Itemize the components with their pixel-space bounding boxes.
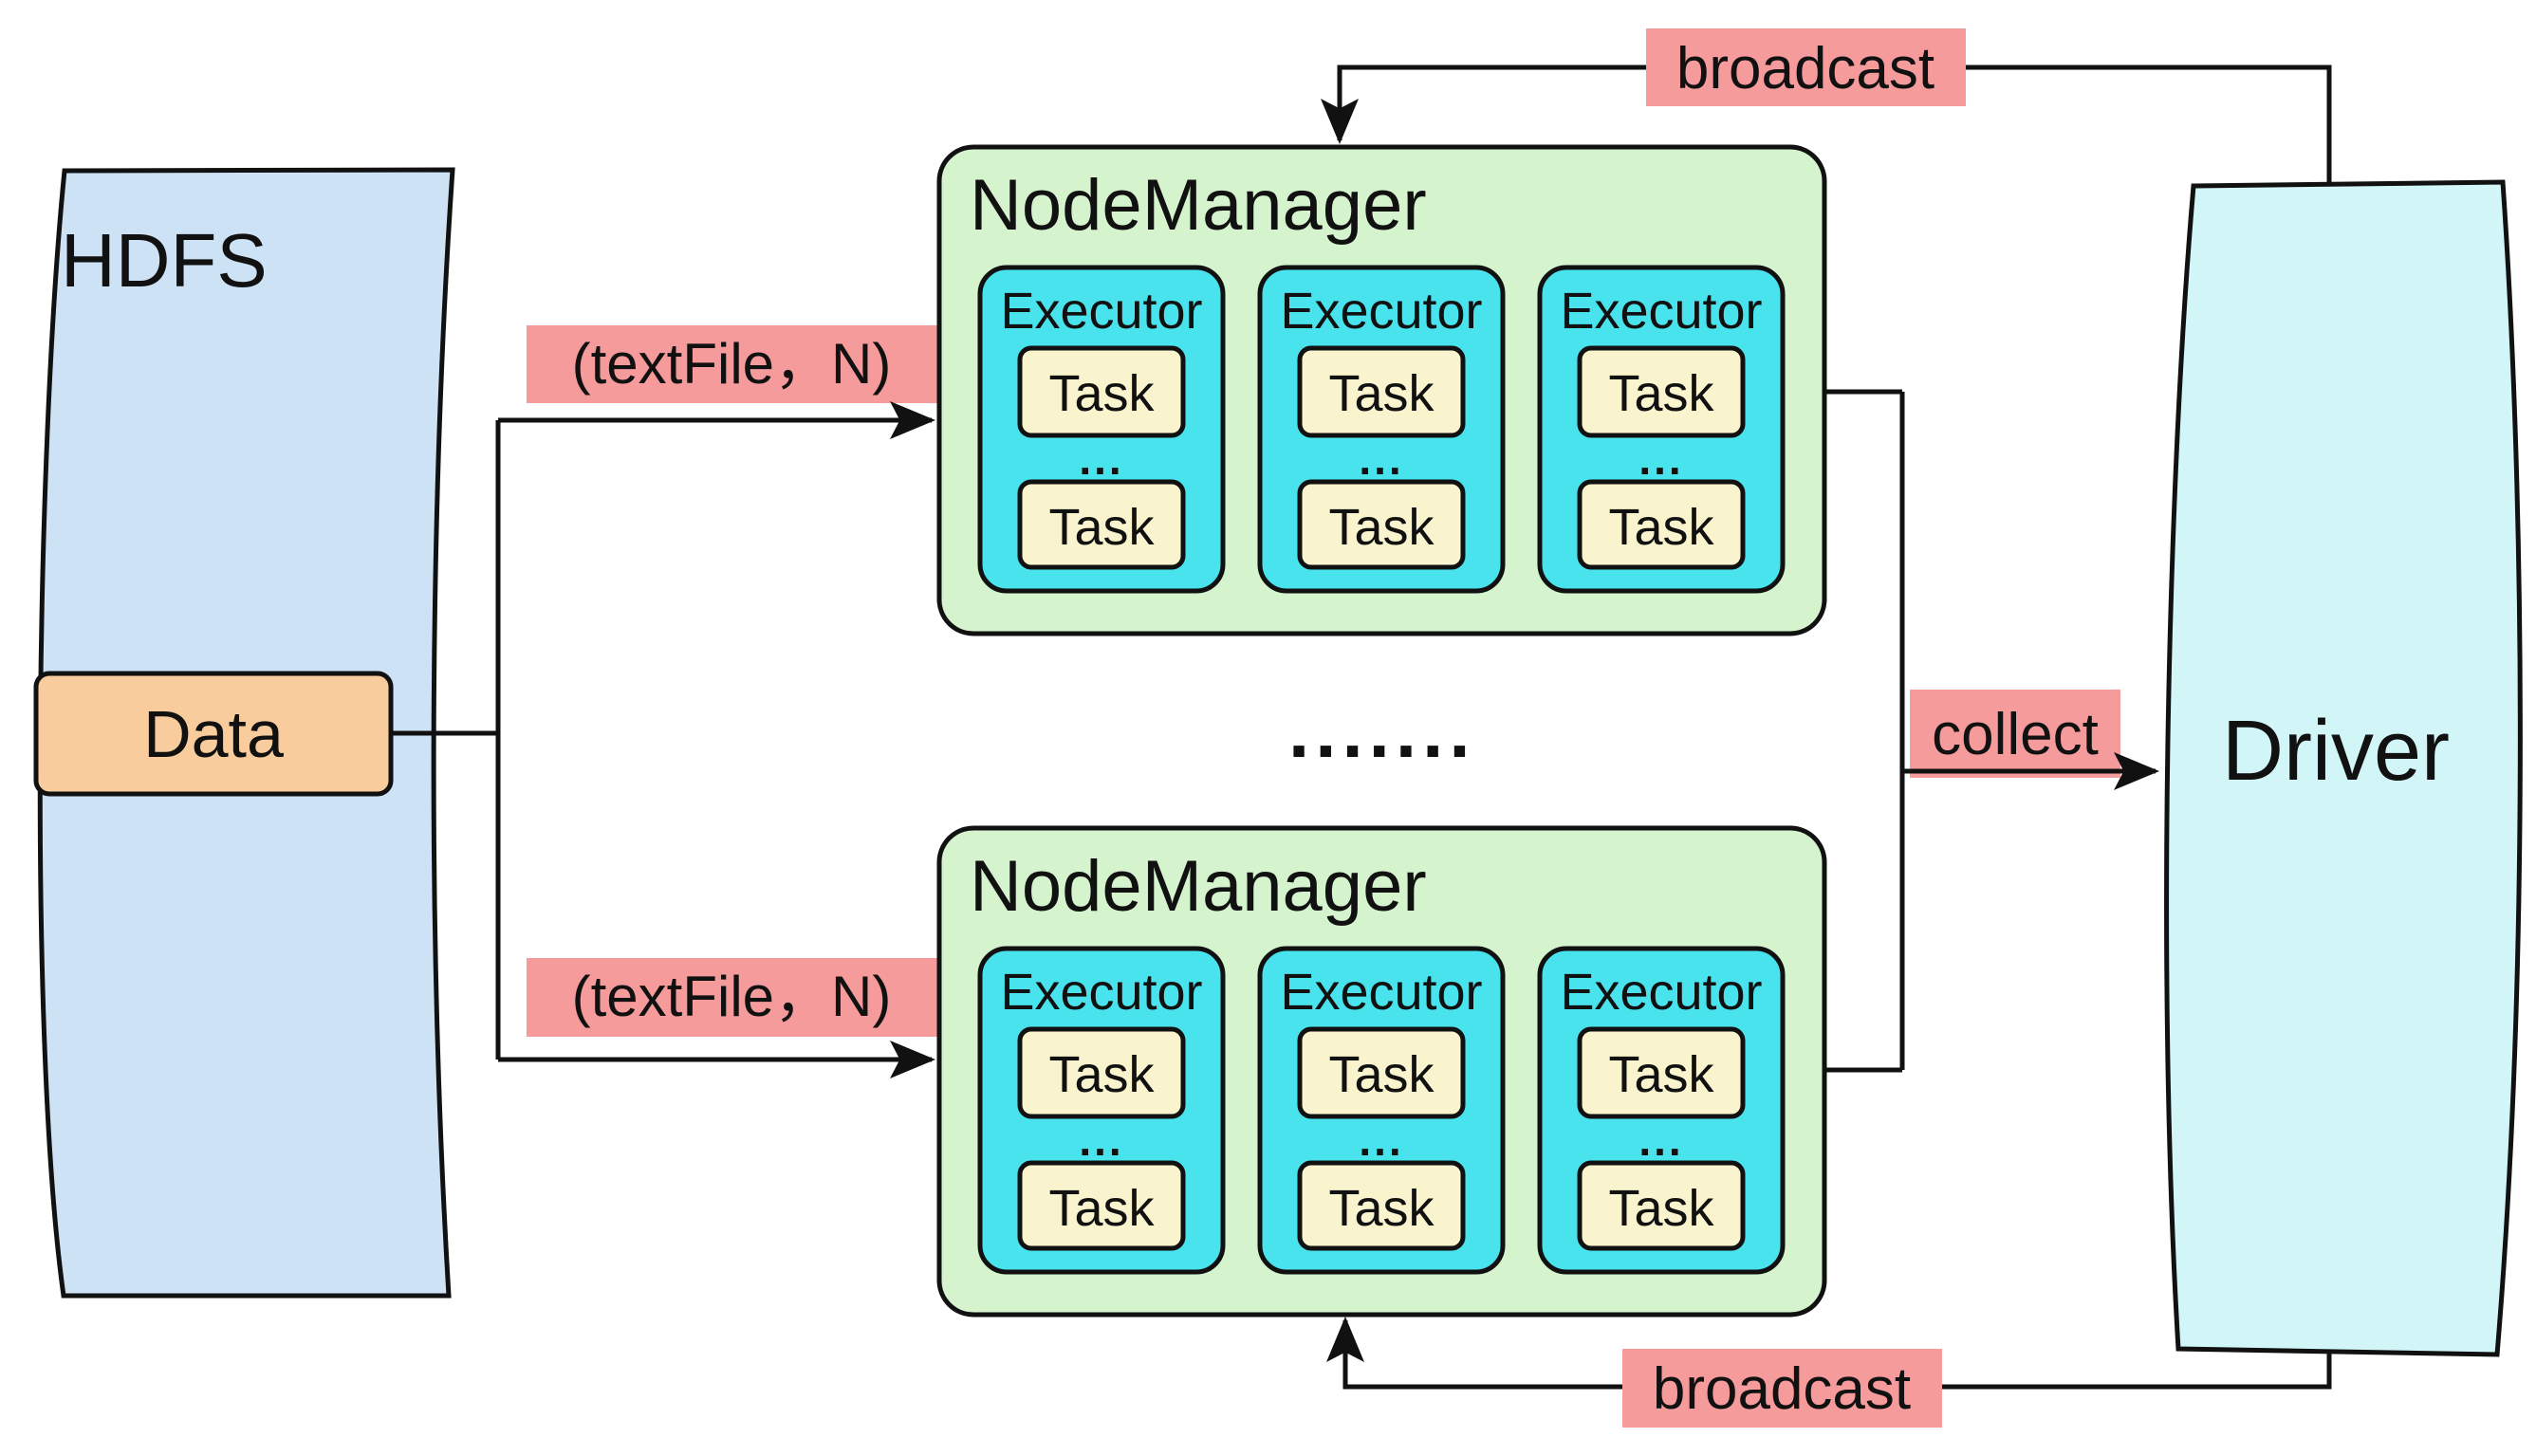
- nm1-executor-1-task-1: [1017, 345, 1186, 438]
- nm1-executor-3-task-1-label: Task: [1608, 365, 1714, 422]
- nm2-executor-3-task-1: [1577, 1026, 1746, 1119]
- nm2-executor-2-label: Executor: [1280, 964, 1482, 1021]
- nm1-executor-2-task-2-label: Task: [1328, 499, 1435, 556]
- nm1-executor-1-label: Executor: [1000, 283, 1202, 340]
- nm2-executor-1-task-2: [1017, 1160, 1186, 1251]
- nm2-executor-3-ellipsis: ...: [1638, 1115, 1683, 1165]
- nm1-executor-2-task-2: [1297, 479, 1466, 570]
- nm2-executor-3-task-1-label: Task: [1608, 1046, 1714, 1103]
- nm1-executor-3-label: Executor: [1560, 283, 1762, 340]
- nm1-executor-2-task-1-label: Task: [1328, 365, 1435, 422]
- nm2-executor-2-task-2: [1297, 1160, 1466, 1251]
- nm1-executor-3-ellipsis: ...: [1638, 434, 1683, 484]
- textfile-top-label: (textFile，N): [572, 332, 892, 396]
- textfile-bottom-label: (textFile，N): [572, 965, 892, 1028]
- nodemanager-2-label: NodeManager: [970, 846, 1427, 927]
- collect-label: collect: [1932, 702, 2099, 767]
- nm1-executor-1-task-2: [1017, 479, 1186, 570]
- nm1-executor-2-label: Executor: [1280, 283, 1482, 340]
- hdfs-label: HDFS: [61, 218, 268, 303]
- nm2-executor-2-task-2-label: Task: [1328, 1180, 1435, 1237]
- broadcast-bottom-arrow: [1326, 1317, 1622, 1390]
- nm2-executor-3-label: Executor: [1560, 964, 1762, 1021]
- nm2-executor-2-ellipsis: ...: [1359, 1115, 1403, 1165]
- nm2-executor-2-task-1: [1297, 1026, 1466, 1119]
- broadcast-bottom-label: broadcast: [1653, 1356, 1911, 1422]
- nm2-executor-1-label: Executor: [1000, 964, 1202, 1021]
- nm2-executor-3-task-2: [1577, 1160, 1746, 1251]
- nm2-executor-1-ellipsis: ...: [1079, 1115, 1123, 1165]
- nodemanager-1-label: NodeManager: [970, 165, 1427, 246]
- nm1-executor-2-task-1: [1297, 345, 1466, 438]
- broadcast-bottom-label-bg: [1622, 1349, 1942, 1428]
- broadcast-top-arrow: [1321, 65, 1646, 144]
- broadcast-top-right-line: [1966, 65, 2332, 184]
- nm1-executor-2-ellipsis: ...: [1359, 434, 1403, 484]
- nm2-executor-2-task-1-label: Task: [1328, 1046, 1435, 1103]
- collect-label-bg: [1910, 690, 2120, 778]
- textfile-bottom-label-bg: [527, 958, 937, 1037]
- driver-container-shape: [2164, 179, 2523, 1357]
- data-label: Data: [143, 697, 284, 771]
- nm2-executor-1-task-2-label: Task: [1048, 1180, 1155, 1237]
- broadcast-bottom-right-line: [1942, 1352, 2332, 1390]
- nm1-executor-1-task-2-label: Task: [1048, 499, 1155, 556]
- nm1-executor-1-task-1-label: Task: [1048, 365, 1155, 422]
- broadcast-top-label: broadcast: [1676, 36, 1934, 101]
- broadcast-top-label-bg: [1646, 28, 1966, 106]
- nm2-executor-3-task-2-label: Task: [1608, 1180, 1714, 1237]
- nm1-executor-1-ellipsis: ...: [1079, 434, 1123, 484]
- driver-label: Driver: [2222, 704, 2450, 799]
- nm2-executor-1-task-1: [1017, 1026, 1186, 1119]
- textfile-top-label-bg: [527, 325, 937, 403]
- nodemanagers-separator-dots: .......: [1288, 689, 1476, 773]
- nm1-executor-3-task-1: [1577, 345, 1746, 438]
- nm1-executor-3-task-2: [1577, 479, 1746, 570]
- nm1-executor-3-task-2-label: Task: [1608, 499, 1714, 556]
- nm2-executor-1-task-1-label: Task: [1048, 1046, 1155, 1103]
